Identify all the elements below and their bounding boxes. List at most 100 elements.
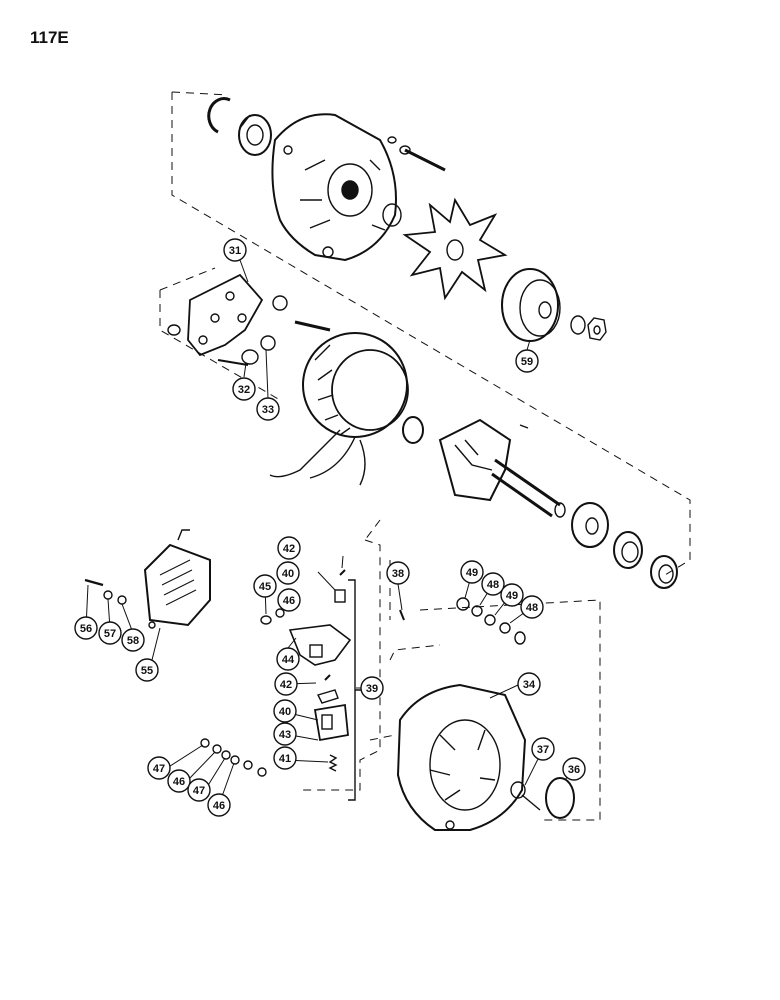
woodruff-key xyxy=(519,424,529,429)
svg-text:40: 40 xyxy=(279,706,291,718)
callout-44: 44 xyxy=(276,647,300,671)
stator-assembly xyxy=(269,332,409,486)
callout-48-b: 48 xyxy=(520,595,544,619)
callout-36: 36 xyxy=(562,757,586,781)
svg-text:38: 38 xyxy=(392,568,404,580)
holder-washer-upper xyxy=(275,608,285,618)
nut-49a xyxy=(456,597,470,611)
svg-text:42: 42 xyxy=(283,543,295,555)
washer-extra xyxy=(514,631,526,645)
rear-seal xyxy=(510,781,541,811)
callout-57: 57 xyxy=(98,621,122,645)
svg-text:43: 43 xyxy=(279,729,291,741)
callout-39: 39 xyxy=(360,676,384,700)
washer-46b xyxy=(230,755,240,765)
pulley-washer xyxy=(570,315,586,335)
svg-text:55: 55 xyxy=(141,665,153,677)
callout-42-upper: 42 xyxy=(277,536,301,560)
washer-plain-a xyxy=(243,760,253,770)
callout-48-a: 48 xyxy=(481,572,505,596)
regulator-screw xyxy=(84,578,104,587)
bracket-plate xyxy=(187,273,264,357)
page-number: 117E xyxy=(30,28,69,47)
rotor-washer xyxy=(554,502,566,518)
nut-49b xyxy=(484,614,496,626)
stator-bolt xyxy=(294,320,331,332)
washer-48b xyxy=(499,622,511,634)
callout-49-a: 49 xyxy=(460,560,484,584)
terminal-insulator xyxy=(241,335,276,365)
brush-upper xyxy=(334,589,346,603)
callouts: 31 32 33 59 42 40 45 46 44 38 49 48 49 4… xyxy=(74,238,586,817)
brush-holder-plate xyxy=(288,624,352,666)
callout-37: 37 xyxy=(531,737,555,761)
svg-text:46: 46 xyxy=(283,595,295,607)
callout-49-b: 49 xyxy=(500,583,524,607)
rear-o-ring xyxy=(545,777,575,819)
voltage-regulator xyxy=(143,529,211,629)
callout-55: 55 xyxy=(135,658,159,682)
callout-32: 32 xyxy=(232,377,256,401)
callout-43: 43 xyxy=(273,722,297,746)
brush-spring xyxy=(328,754,338,772)
rotor-seal xyxy=(650,555,678,589)
leader-lines xyxy=(85,259,574,803)
svg-text:37: 37 xyxy=(537,744,549,756)
callout-46-upper: 46 xyxy=(277,588,301,612)
front-housing xyxy=(271,113,397,262)
brush-holder xyxy=(313,703,349,742)
svg-text:49: 49 xyxy=(506,590,518,602)
callout-47-b: 47 xyxy=(187,778,211,802)
svg-text:59: 59 xyxy=(521,356,533,368)
callout-40-lower: 40 xyxy=(273,699,297,723)
rear-bearing xyxy=(402,416,424,444)
svg-text:56: 56 xyxy=(80,623,92,635)
svg-text:49: 49 xyxy=(466,567,478,579)
terminal-screw xyxy=(217,359,249,366)
svg-text:47: 47 xyxy=(193,785,205,797)
nut-47b xyxy=(221,750,231,760)
bracket-nut xyxy=(167,324,181,336)
holder-screw xyxy=(260,615,272,625)
washer-plain-b xyxy=(257,767,267,777)
svg-text:47: 47 xyxy=(153,763,165,775)
callout-45: 45 xyxy=(253,574,277,598)
svg-text:39: 39 xyxy=(366,683,378,695)
callout-56: 56 xyxy=(74,616,98,640)
washer-48a xyxy=(471,605,483,617)
pulley-nut xyxy=(587,317,607,341)
rear-housing xyxy=(396,683,527,831)
spacer xyxy=(382,203,402,227)
rotor-spacer xyxy=(571,502,609,548)
svg-text:42: 42 xyxy=(280,679,292,691)
callout-46-b: 46 xyxy=(167,769,191,793)
callout-42-lower: 42 xyxy=(274,672,298,696)
callout-40-upper: 40 xyxy=(276,561,300,585)
washer-46a xyxy=(212,744,222,754)
fan xyxy=(402,197,508,301)
callout-58: 58 xyxy=(121,628,145,652)
terminal-screw-38 xyxy=(399,609,405,621)
callout-33: 33 xyxy=(256,397,280,421)
nut-47a xyxy=(200,738,210,748)
snap-ring xyxy=(207,97,231,134)
callout-59: 59 xyxy=(515,349,539,373)
bracket-insulator xyxy=(272,295,288,311)
rotor-assembly xyxy=(438,418,561,518)
callout-34: 34 xyxy=(517,672,541,696)
svg-text:40: 40 xyxy=(282,568,294,580)
brush-clip xyxy=(316,689,339,704)
front-bearing xyxy=(238,114,272,156)
svg-text:57: 57 xyxy=(104,628,116,640)
regulator-washer xyxy=(117,595,127,605)
svg-text:36: 36 xyxy=(568,764,580,776)
svg-text:46: 46 xyxy=(213,800,225,812)
svg-text:31: 31 xyxy=(229,245,241,257)
svg-text:34: 34 xyxy=(523,679,536,691)
callout-31: 31 xyxy=(223,238,247,262)
alignment-lines xyxy=(159,91,691,821)
svg-text:46: 46 xyxy=(173,776,185,788)
bracket-39 xyxy=(348,579,362,801)
callout-41: 41 xyxy=(273,746,297,770)
